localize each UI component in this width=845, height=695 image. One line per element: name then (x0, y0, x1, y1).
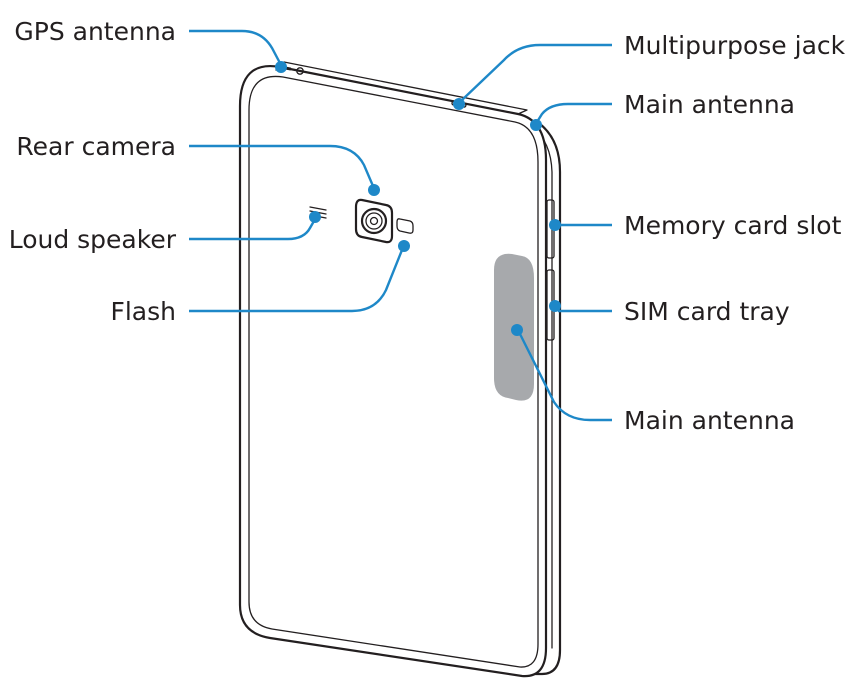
label-loud-speaker: Loud speaker (9, 225, 177, 254)
leader-rear-camera (189, 144, 375, 187)
leader-dot-rear-camera (368, 184, 380, 196)
callout-labels: GPS antenna Multipurpose jack Main anten… (9, 17, 845, 435)
leader-dot-multipurpose-jack (453, 98, 465, 110)
side-edge (523, 116, 562, 676)
leader-dot-memory-card-slot (549, 219, 561, 231)
label-flash: Flash (110, 297, 176, 326)
camera-lens-outer (360, 207, 388, 235)
label-main-antenna-side: Main antenna (624, 406, 795, 435)
label-memory-card-slot: Memory card slot (624, 211, 842, 240)
leader-main-antenna-side (518, 333, 612, 422)
camera-lens-mid (365, 212, 383, 230)
leader-dot-main-antenna-side (511, 324, 523, 336)
leader-gps-antenna (189, 29, 283, 66)
leader-multipurpose-jack (461, 43, 612, 101)
camera-housing (354, 198, 394, 244)
leader-dot-main-antenna-top (530, 119, 542, 131)
leader-lines (189, 29, 612, 422)
label-main-antenna-top: Main antenna (624, 90, 795, 119)
label-multipurpose-jack: Multipurpose jack (624, 31, 845, 60)
leader-main-antenna-top (535, 102, 612, 123)
leader-dot-flash (398, 240, 410, 252)
camera-lens-inner (369, 216, 379, 226)
leader-dot-loud-speaker (309, 211, 321, 223)
leader-dot-sim-card-tray (549, 300, 561, 312)
leader-dot-gps-antenna (275, 61, 287, 73)
label-gps-antenna: GPS antenna (14, 17, 176, 46)
back-panel-rim (248, 75, 539, 668)
flash-icon (396, 218, 414, 234)
leader-loud-speaker (189, 220, 316, 241)
leader-flash (189, 249, 404, 313)
label-sim-card-tray: SIM card tray (624, 297, 790, 326)
earphone-port (296, 67, 304, 75)
label-rear-camera: Rear camera (16, 132, 176, 161)
rear-camera-module (354, 198, 394, 244)
